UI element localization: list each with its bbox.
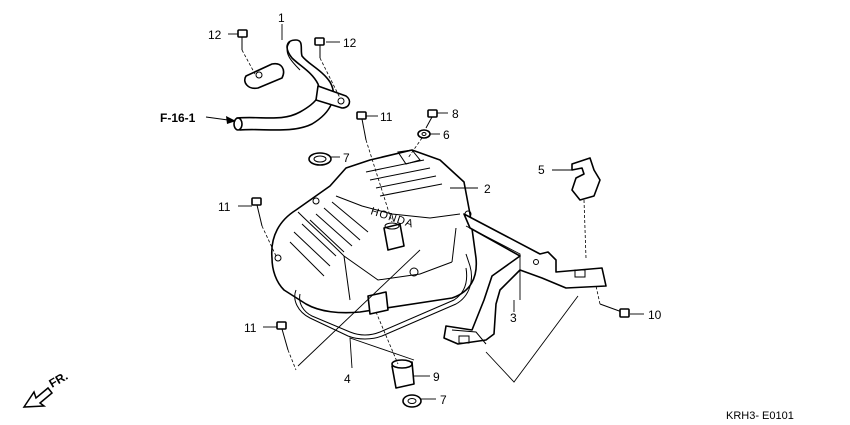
callout-11-mid: 11: [218, 200, 231, 214]
bolt-11-mid: [251, 197, 277, 257]
callout-8: 8: [452, 107, 459, 121]
bolt-8: [425, 109, 438, 129]
clamp-5: [571, 157, 601, 259]
callout-1: 1: [278, 11, 285, 25]
callout-9: 9: [433, 370, 440, 384]
reference-arrow: [205, 116, 236, 124]
cylinder-head-cover: HONDA: [271, 149, 478, 315]
bolt-12-left: [237, 29, 256, 75]
collar-9: [391, 359, 415, 389]
front-arrow: [22, 386, 54, 408]
callout-12-left: 12: [208, 28, 222, 42]
callout-5: 5: [538, 163, 545, 177]
bolt-11-bottom: [276, 321, 297, 371]
gasket: [294, 253, 472, 340]
o-ring-7-upper: [308, 152, 332, 166]
bracket: [443, 213, 607, 345]
o-ring-7-lower: [375, 311, 422, 408]
callout-12-right: 12: [343, 36, 357, 50]
bolt-10: [595, 285, 630, 318]
breather-tube: [233, 39, 351, 131]
callout-6: 6: [443, 128, 450, 142]
callout-10: 10: [648, 308, 662, 322]
callout-7-lower: 7: [440, 393, 447, 407]
bolt-11-top: [356, 111, 393, 223]
bolt-12-right: [314, 37, 341, 99]
callout-11-bottom: 11: [244, 321, 257, 335]
callout-2: 2: [484, 182, 491, 196]
direction-label: FR.: [47, 369, 71, 391]
leader-lines: [228, 24, 644, 400]
callout-3: 3: [510, 311, 517, 325]
callout-7-upper: 7: [343, 151, 350, 165]
reference-label: F-16-1: [160, 111, 196, 125]
callout-11-top: 11: [380, 110, 393, 124]
callout-4: 4: [344, 372, 351, 386]
drawing-code: KRH3- E0101: [726, 410, 794, 422]
